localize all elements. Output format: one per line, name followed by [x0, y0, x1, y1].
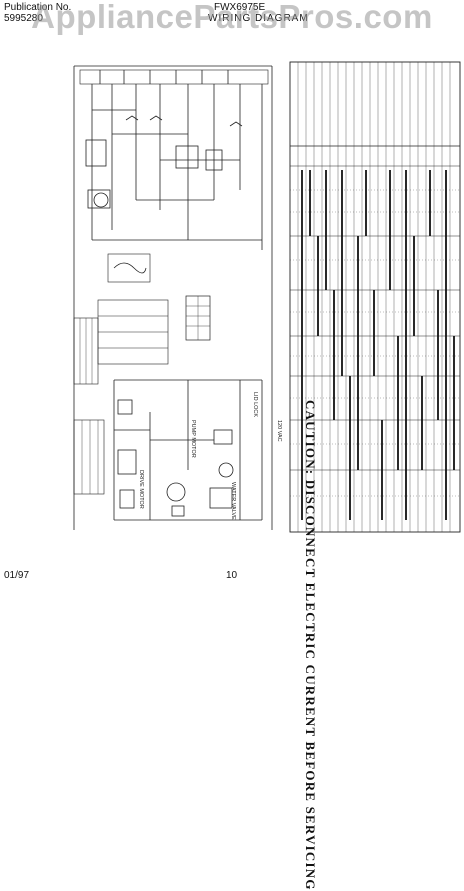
- page-number: 10: [226, 570, 238, 581]
- lid-lock-label: LID LOCK: [252, 392, 258, 418]
- timer-chart-grid: [289, 61, 461, 533]
- schematic-area: [73, 65, 273, 530]
- caution-notice: CAUTION: DISCONNECT ELECTRIC CURRENT BEF…: [303, 400, 318, 891]
- footer-date: 01/97: [4, 570, 30, 581]
- line-voltage-label: 120 VAC: [276, 420, 282, 442]
- publication-number: 5995280: [4, 13, 43, 24]
- model-number: FWX6975E: [214, 2, 266, 13]
- pump-motor-label: PUMP MOTOR: [190, 420, 196, 458]
- publication-label: Publication No.: [4, 2, 72, 13]
- diagram-title: WIRING DIAGRAM: [208, 13, 309, 24]
- watermark: AppliancePartsPros.com: [31, 0, 433, 35]
- wiring-diagram-sheet: [73, 61, 461, 533]
- drive-motor-label: DRIVE MOTOR: [138, 470, 144, 509]
- water-valve-label: WATER VALVE: [230, 482, 236, 520]
